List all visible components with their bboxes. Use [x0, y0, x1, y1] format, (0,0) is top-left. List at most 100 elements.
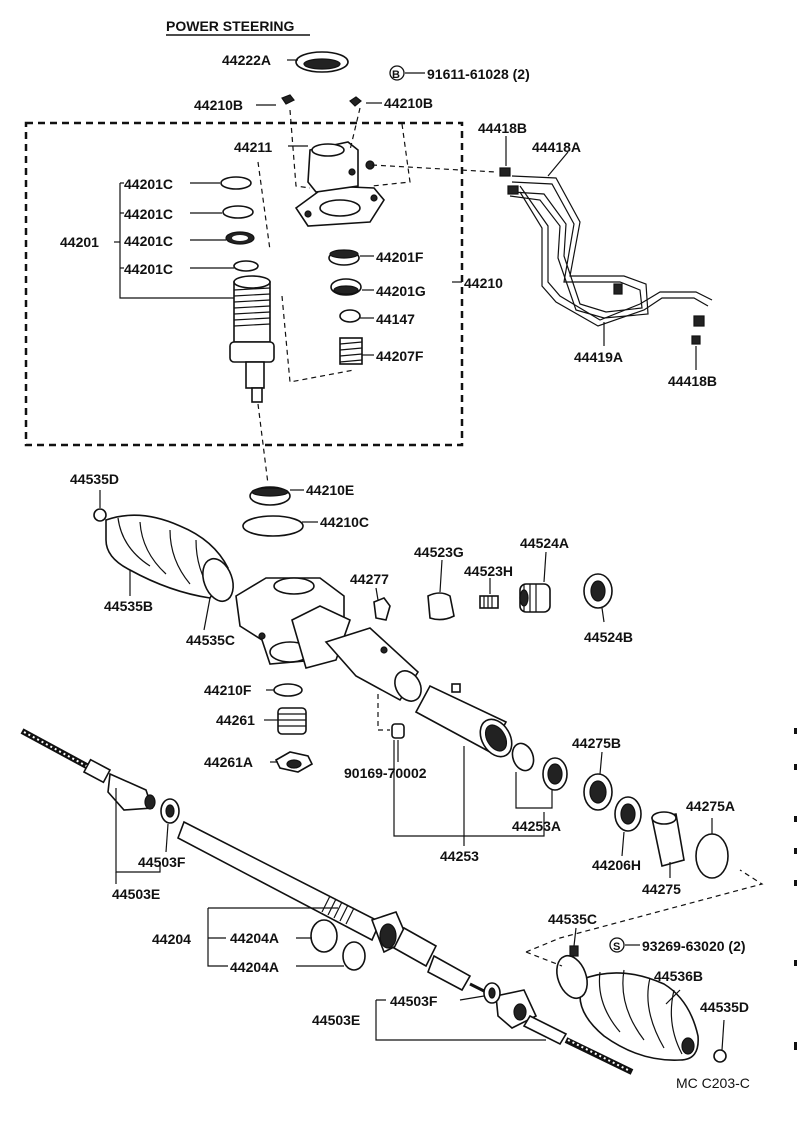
label-44503E-bot: 44503E — [312, 1012, 360, 1028]
dash-90169 — [377, 694, 390, 731]
bolt-symbol-B — [389, 65, 405, 81]
label-44204: 44204 — [152, 931, 191, 947]
clamp-44535C-top — [202, 557, 234, 603]
bracket-44253 — [393, 740, 545, 837]
label-44206H: 44206H — [592, 857, 641, 873]
label-44524B: 44524B — [584, 629, 633, 645]
bearing-44206H-inner — [620, 803, 636, 825]
label-44261A: 44261A — [204, 754, 253, 770]
leader-44535D-bot — [721, 1019, 725, 1051]
nut-44210B-right — [349, 96, 362, 107]
label-44535D-bot: 44535D — [700, 999, 749, 1015]
pipe-fitting-1 — [499, 167, 511, 177]
label-44204A-1: 44204A — [230, 930, 279, 946]
clamp-44535C-bot-tab — [569, 945, 579, 957]
label-44261: 44261 — [216, 712, 255, 728]
leader-44536B — [665, 989, 681, 1005]
label-44210F: 44210F — [204, 682, 252, 698]
bearing-44201G-inner — [333, 285, 359, 295]
label-44418A: 44418A — [532, 139, 581, 155]
pipe-fitting-5 — [691, 335, 701, 345]
label-44207F: 44207F — [376, 348, 424, 364]
plug-90169 — [391, 723, 405, 739]
bracket-44503E-top — [115, 788, 161, 873]
ring-44204A-1 — [310, 919, 338, 953]
label-44210B-right: 44210B — [384, 95, 433, 111]
plug-44524A — [519, 583, 551, 613]
nut-44261A-inner — [286, 759, 302, 769]
ring-44201C-4 — [233, 260, 259, 272]
stopper-44275 — [651, 811, 685, 867]
label-44210: 44210 — [464, 275, 503, 291]
label-44277: 44277 — [350, 571, 389, 587]
leader-44524A — [543, 551, 547, 583]
clamp-44535C-bot — [556, 954, 588, 1000]
label-44210E: 44210E — [306, 482, 354, 498]
label-44418B-bot: 44418B — [668, 373, 717, 389]
label-44535D-top: 44535D — [70, 471, 119, 487]
bolt-symbol-B-letter: B — [392, 69, 400, 81]
label-44201C-4: 44201C — [124, 261, 173, 277]
leader-44524B — [601, 607, 605, 623]
label-44536B: 44536B — [654, 968, 703, 984]
label-44201C-1: 44201C — [124, 176, 173, 192]
bearing-44210E-inner — [251, 487, 289, 497]
seal-44275B-inner — [589, 780, 607, 804]
spring-44207F — [339, 337, 363, 365]
label-44201G: 44201G — [376, 283, 426, 299]
dash-lower-right — [525, 869, 764, 953]
label-44275: 44275 — [642, 881, 681, 897]
gear-housing — [235, 577, 422, 702]
label-90169: 90169-70002 — [344, 765, 427, 781]
seal-44210F — [273, 683, 303, 697]
clip-44535D-top — [93, 508, 107, 522]
leader-44277 — [375, 587, 379, 601]
label-44211: 44211 — [234, 139, 272, 155]
yoke-44523G — [427, 592, 455, 621]
ring-44201C-1 — [220, 176, 252, 190]
leader-44535C-top — [203, 597, 211, 631]
clip-44535D-bot — [713, 1049, 727, 1063]
label-44523H: 44523H — [464, 563, 513, 579]
seal-44253A-inner — [547, 763, 563, 785]
ring-44204A-2 — [342, 941, 366, 971]
diagram-code: MC C203-C — [676, 1075, 750, 1091]
pipe-44418A — [509, 175, 649, 319]
nut-44503F-bot-inner — [488, 987, 496, 999]
pipe-fitting-2 — [507, 185, 519, 195]
leader-44253A — [515, 772, 553, 809]
nut-44524B-inner — [590, 580, 606, 602]
dash-44211-left — [289, 109, 311, 189]
pipe-fitting-4 — [693, 315, 705, 327]
rack-44204 — [177, 820, 472, 992]
label-44419A: 44419A — [574, 349, 623, 365]
label-93269: 93269-63020 (2) — [642, 938, 746, 954]
label-44201C-2: 44201C — [124, 206, 173, 222]
pipe-44419A — [519, 185, 713, 327]
edge-marks — [794, 728, 797, 1050]
label-44201F: 44201F — [376, 249, 424, 265]
label-44503F-top: 44503F — [138, 854, 186, 870]
label-44222A: 44222A — [222, 52, 271, 68]
boot-44536B — [579, 969, 699, 1061]
oring-44210C — [242, 515, 304, 537]
clamp-symbol-S — [609, 937, 625, 953]
label-44503F-bot: 44503F — [390, 993, 438, 1009]
label-91611: 91611-61028 (2) — [427, 66, 530, 82]
leader-44503F-top — [165, 823, 169, 853]
label-44535B: 44535B — [104, 598, 153, 614]
diagram-title: POWER STEERING — [166, 18, 294, 34]
cylinder-44253 — [414, 683, 513, 758]
dash-lower-left — [525, 951, 563, 967]
seat-44147 — [339, 309, 361, 323]
label-44210C: 44210C — [320, 514, 369, 530]
label-44535C-top: 44535C — [186, 632, 235, 648]
dash-spool — [257, 161, 355, 383]
ring-44201C-3-inner — [232, 235, 248, 241]
valve-housing-44211 — [294, 141, 385, 227]
label-44201C-3: 44201C — [124, 233, 173, 249]
dash-to-pipes — [371, 164, 497, 173]
nut-44503F-top-inner — [165, 804, 175, 818]
dash-44211-right — [349, 107, 411, 187]
